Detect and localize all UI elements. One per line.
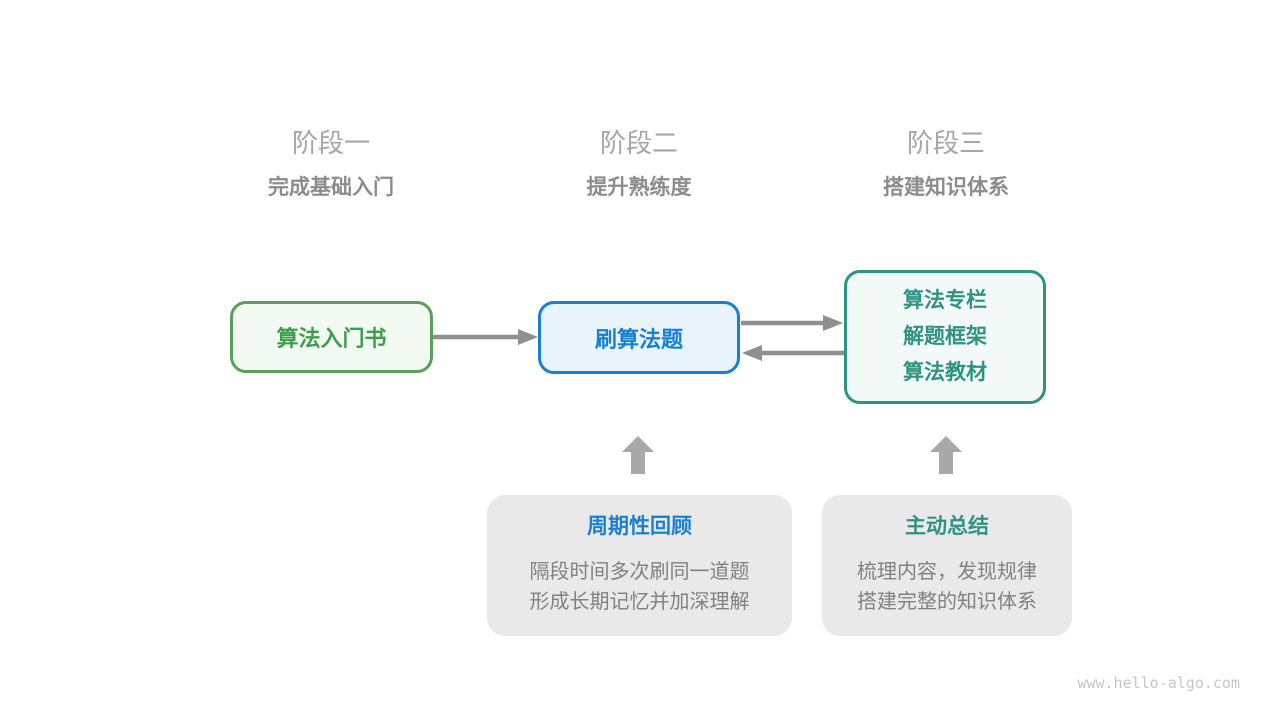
stage-2-label: 阶段二 [599, 128, 678, 158]
callout-periodic-review-line1: 隔段时间多次刷同一道题 [529, 561, 750, 583]
resource-line-framework: 解题框架 [903, 325, 987, 348]
stage-2-header: 阶段二 提升熟练度 [519, 128, 759, 200]
stage-3-label: 阶段三 [906, 128, 985, 158]
node-practice-problems-label: 刷算法题 [594, 326, 683, 352]
callout-periodic-review: 周期性回顾 隔段时间多次刷同一道题 形成长期记忆并加深理解 [487, 495, 792, 636]
resource-line-textbook: 算法教材 [903, 361, 987, 384]
stage-3-header: 阶段三 搭建知识体系 [826, 128, 1066, 200]
callout-periodic-review-line2: 形成长期记忆并加深理解 [529, 591, 750, 613]
node-intro-book-label: 算法入门书 [276, 326, 387, 351]
stage-1-header: 阶段一 完成基础入门 [211, 128, 451, 200]
callout-active-summary-body: 梳理内容，发现规律 搭建完整的知识体系 [822, 557, 1072, 617]
node-practice-problems: 刷算法题 [538, 301, 740, 374]
arrow-up-icon [930, 436, 962, 474]
callout-periodic-review-body: 隔段时间多次刷同一道题 形成长期记忆并加深理解 [487, 557, 792, 617]
stage-1-label: 阶段一 [291, 128, 370, 158]
node-intro-book: 算法入门书 [230, 301, 433, 373]
callout-active-summary-title: 主动总结 [905, 515, 989, 538]
arrow-up-icon [622, 436, 654, 474]
callout-active-summary: 主动总结 梳理内容，发现规律 搭建完整的知识体系 [822, 495, 1072, 636]
stage-3-subtitle: 搭建知识体系 [883, 176, 1009, 199]
arrow-left-icon [742, 345, 844, 361]
callout-periodic-review-title: 周期性回顾 [587, 515, 692, 538]
watermark: www.hello-algo.com [1077, 674, 1240, 692]
arrow-right-icon [741, 315, 843, 331]
arrow-right-icon [433, 329, 538, 345]
node-advanced-resources: 算法专栏 解题框架 算法教材 [844, 270, 1046, 404]
callout-active-summary-line1: 梳理内容，发现规律 [857, 561, 1037, 583]
stage-1-subtitle: 完成基础入门 [268, 176, 394, 199]
resource-line-column: 算法专栏 [903, 289, 987, 312]
stage-2-subtitle: 提升熟练度 [586, 176, 692, 199]
callout-active-summary-line2: 搭建完整的知识体系 [857, 591, 1037, 613]
